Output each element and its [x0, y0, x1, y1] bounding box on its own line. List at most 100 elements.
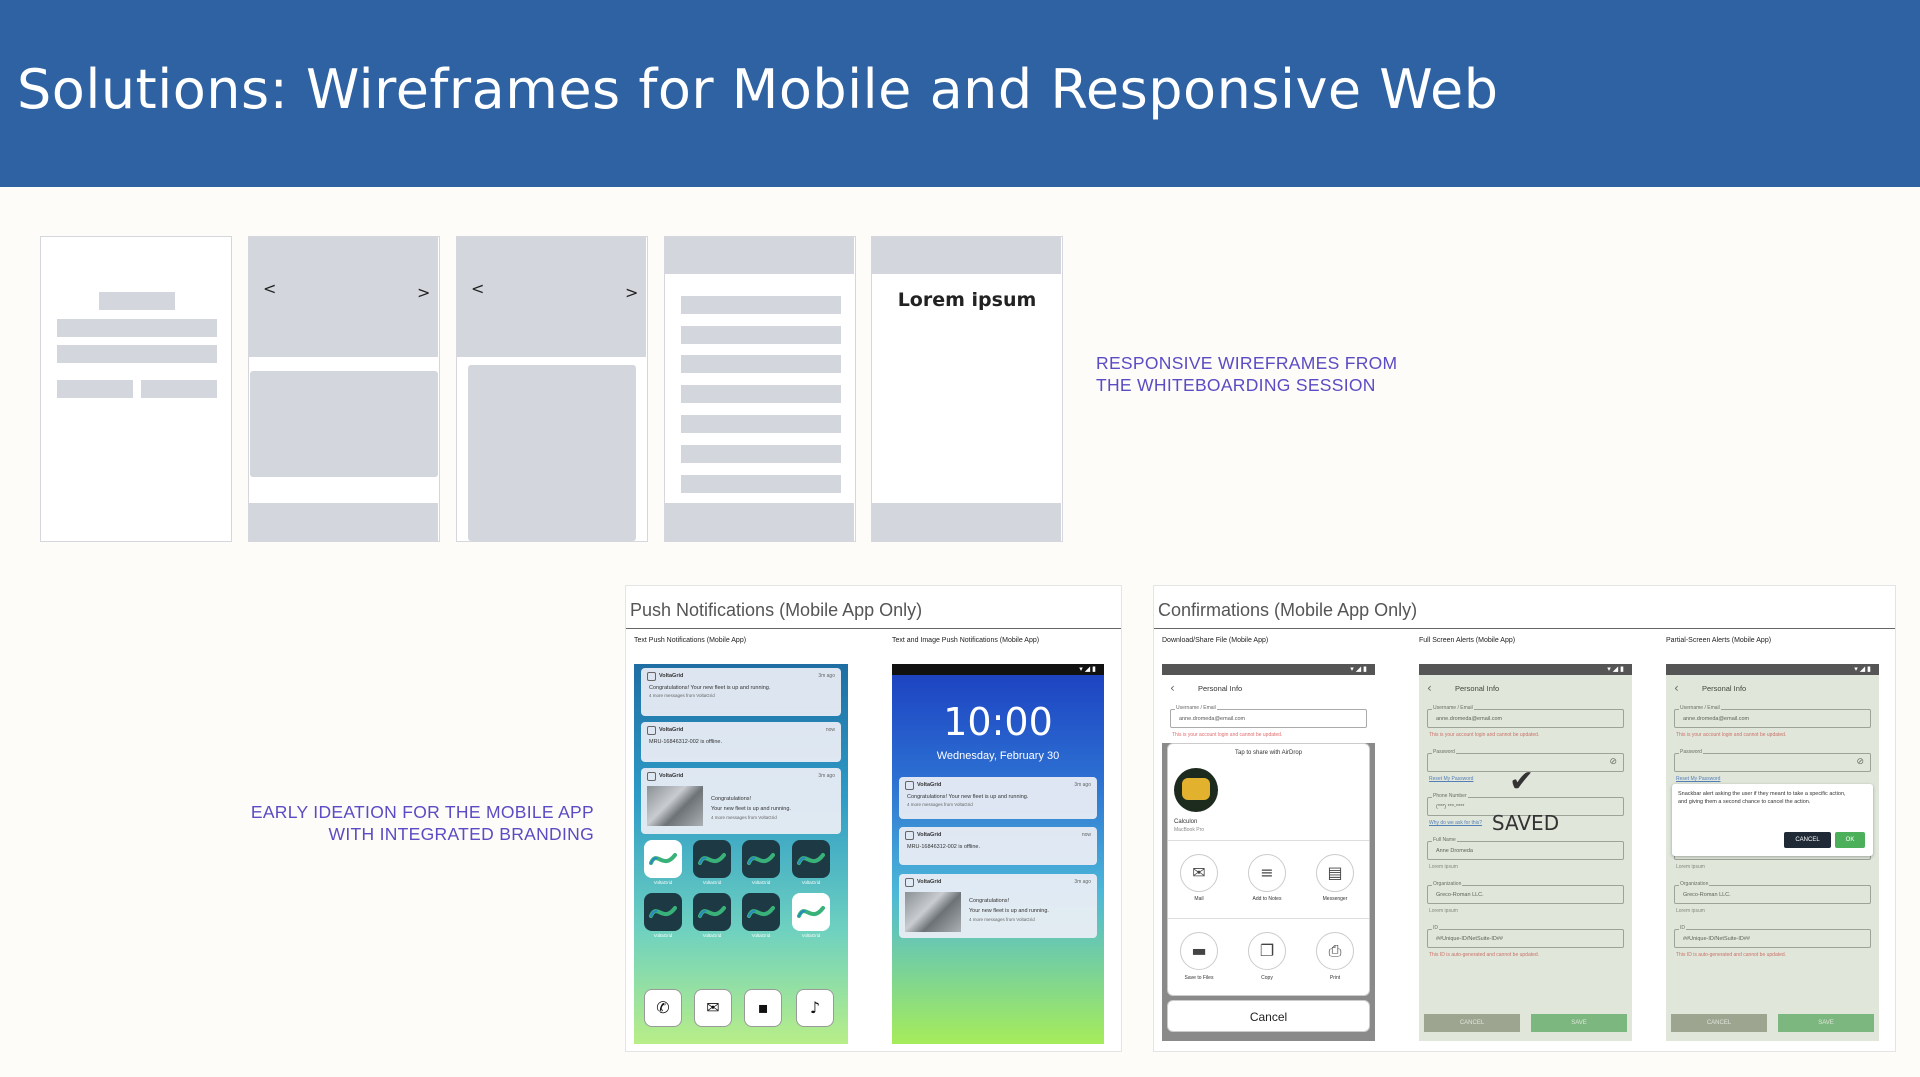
copy-icon[interactable]: ❐	[1248, 932, 1286, 970]
wf-footer	[249, 503, 438, 541]
messenger-icon[interactable]: ▤	[1316, 854, 1354, 892]
voltagrid-app-icon[interactable]	[644, 840, 682, 878]
voltagrid-wave-icon	[747, 853, 775, 865]
phone-field[interactable]: Phone Number (***) ***-****	[1427, 793, 1624, 816]
notification-card[interactable]: VoltaGrid 3m ago Congratulations! Your n…	[899, 777, 1097, 819]
voltagrid-wave-icon	[698, 853, 726, 865]
cancel-button[interactable]: CANCEL	[1671, 1014, 1767, 1032]
mail-icon[interactable]: ✉	[1180, 854, 1218, 892]
note-line: THE WHITEBOARDING SESSION	[1096, 375, 1376, 395]
snackbar-cancel-button[interactable]: CANCEL	[1784, 832, 1831, 848]
eye-off-icon[interactable]: ⊘	[1856, 757, 1864, 767]
organization-field[interactable]: Organization Greco-Roman LLC.	[1674, 881, 1871, 904]
save-button[interactable]: SAVE	[1778, 1014, 1874, 1032]
field-label: Password	[1679, 749, 1703, 755]
subheading: Partial-Screen Alerts (Mobile App)	[1666, 637, 1772, 644]
phone-icon[interactable]: ✆	[644, 989, 682, 1027]
wf-list-row	[681, 445, 841, 463]
chat-icon[interactable]: ▪	[744, 989, 782, 1027]
organization-field[interactable]: Organization Greco-Roman LLC.	[1427, 881, 1624, 904]
username-field[interactable]: Username / Email anne.dromeda@email.com	[1674, 705, 1871, 728]
back-arrow-icon[interactable]: ‹	[1674, 681, 1679, 695]
divider	[626, 628, 1121, 629]
app-label: VoltaGrid	[751, 933, 771, 938]
notes-icon[interactable]: ≡	[1248, 854, 1286, 892]
voltagrid-logo-icon	[905, 781, 914, 790]
music-icon[interactable]: ♪	[796, 989, 834, 1027]
id-field[interactable]: ID ##Unique-ID/NetSuite-ID##	[1674, 925, 1871, 948]
reset-password-link[interactable]: Reset My Password	[1676, 776, 1721, 782]
id-field[interactable]: ID ##Unique-ID/NetSuite-ID##	[1427, 925, 1624, 948]
title-banner: Solutions: Wireframes for Mobile and Res…	[0, 0, 1920, 187]
back-arrow-icon[interactable]: ‹	[1170, 681, 1175, 695]
voltagrid-app-icon[interactable]	[792, 893, 830, 931]
wf-block	[57, 345, 217, 363]
chevron-right-icon: >	[625, 283, 639, 302]
voltagrid-logo-icon	[647, 726, 656, 735]
password-field[interactable]: Password ⊘	[1427, 749, 1624, 772]
notification-message: Congratulations!	[969, 898, 1010, 904]
print-icon[interactable]: ⎙	[1316, 932, 1354, 970]
push-notifications-panel: Push Notifications (Mobile App Only) Tex…	[625, 585, 1122, 1052]
app-label: VoltaGrid	[751, 880, 771, 885]
wf-carousel	[457, 237, 646, 357]
notification-card[interactable]: VoltaGrid now MRU-16846312-002 is offlin…	[899, 827, 1097, 865]
wf-block	[57, 380, 133, 398]
notification-card[interactable]: VoltaGrid now MRU-16846312-002 is offlin…	[641, 722, 841, 762]
notification-time: now	[825, 727, 835, 733]
subheading: Full Screen Alerts (Mobile App)	[1419, 637, 1516, 644]
voltagrid-app-icon[interactable]	[693, 893, 731, 931]
eye-off-icon[interactable]: ⊘	[1609, 757, 1617, 767]
note-line: EARLY IDEATION FOR THE MOBILE APP	[250, 802, 594, 822]
password-field[interactable]: Password ⊘	[1674, 749, 1871, 772]
panel-title: Push Notifications (Mobile App Only)	[630, 600, 923, 620]
divider	[1168, 918, 1369, 919]
notification-card[interactable]: VoltaGrid 3m ago Congratulations! Your n…	[899, 874, 1097, 938]
reset-password-link[interactable]: Reset My Password	[1429, 776, 1474, 782]
voltagrid-app-icon[interactable]	[742, 840, 780, 878]
wireframe-4	[664, 236, 856, 542]
mail-icon[interactable]: ✉	[694, 989, 732, 1027]
phone-share-screen: ▾◢▮ ‹ Personal Info Username / Email ann…	[1162, 664, 1375, 1041]
device-avatar[interactable]	[1174, 768, 1218, 812]
folder-icon[interactable]: ▬	[1180, 932, 1218, 970]
back-arrow-icon[interactable]: ‹	[1427, 681, 1432, 695]
full-name-field[interactable]: Full Name Anne Dromeda	[1427, 837, 1624, 860]
voltagrid-app-icon[interactable]	[693, 840, 731, 878]
phone-partial-alert-screen: ▾◢▮ ‹ Personal Info Username / Email ann…	[1666, 664, 1879, 1041]
notification-more: 4 more messages from VoltaGrid	[969, 917, 1035, 922]
device-name: Calculon	[1174, 819, 1198, 825]
screen-title: Personal Info	[1198, 684, 1243, 693]
username-field[interactable]: Username / Email anne.dromeda@email.com	[1170, 705, 1367, 728]
status-icons: ▾◢▮	[1607, 665, 1626, 673]
voltagrid-app-icon[interactable]	[792, 840, 830, 878]
voltagrid-app-icon[interactable]	[742, 893, 780, 931]
voltagrid-logo-icon	[905, 831, 914, 840]
divider	[1154, 628, 1895, 629]
snackbar-text: Snackbar alert asking the user if they m…	[1678, 791, 1846, 805]
share-cancel-button[interactable]: Cancel	[1167, 1000, 1370, 1032]
responsive-note: RESPONSIVE WIREFRAMES FROM THE WHITEBOAR…	[1096, 352, 1397, 396]
notification-app: VoltaGrid	[917, 782, 942, 788]
save-button[interactable]: SAVE	[1531, 1014, 1627, 1032]
cancel-button[interactable]: CANCEL	[1424, 1014, 1520, 1032]
notification-image	[647, 786, 703, 826]
status-icons: ▾◢▮	[1350, 665, 1369, 673]
status-bar: ▾◢▮	[892, 664, 1104, 675]
notification-time: 3m ago	[818, 773, 835, 779]
status-bar: ▾◢▮	[1419, 664, 1632, 675]
share-action-label: Mail	[1194, 896, 1204, 902]
field-hint: This is your account login and cannot be…	[1172, 732, 1283, 738]
notification-card[interactable]: VoltaGrid 3m ago Congratulations! Your n…	[641, 668, 841, 716]
wf-block	[141, 380, 217, 398]
notification-card[interactable]: VoltaGrid 3m ago Congratulations! Your n…	[641, 768, 841, 834]
username-field[interactable]: Username / Email anne.dromeda@email.com	[1427, 705, 1624, 728]
wf-list-row	[681, 355, 841, 373]
notification-time: 3m ago	[1074, 782, 1091, 788]
phone-info-link[interactable]: Why do we ask for this?	[1429, 820, 1483, 826]
wf-lorem-heading: Lorem ipsum	[897, 289, 1037, 311]
voltagrid-app-icon[interactable]	[644, 893, 682, 931]
snackbar-ok-button[interactable]: OK	[1835, 832, 1865, 848]
wf-list-row	[681, 385, 841, 403]
field-hint: Lorem ipsum	[1429, 908, 1458, 914]
